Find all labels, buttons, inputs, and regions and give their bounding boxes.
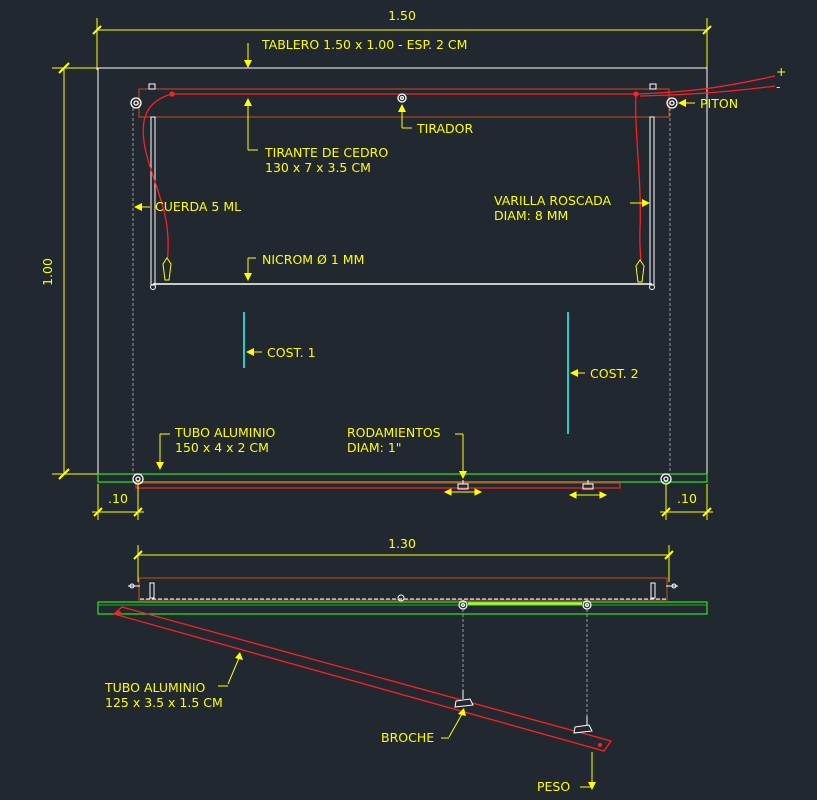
side-tirador bbox=[397, 594, 405, 602]
dimension-width bbox=[92, 18, 712, 70]
bearing-2 bbox=[582, 480, 594, 490]
broche-1 bbox=[454, 690, 474, 708]
tubo2-label-2: 125 x 3.5 x 1.5 CM bbox=[105, 695, 223, 710]
tirante-arrow bbox=[244, 98, 252, 106]
board-outline bbox=[97, 67, 708, 475]
tablero-label: TABLERO 1.50 x 1.00 - ESP. 2 CM bbox=[261, 37, 467, 52]
dimension-height-label: 1.00 bbox=[40, 258, 55, 286]
tubo2-label-1: TUBO ALUMINIO bbox=[104, 680, 206, 695]
tirante-label-2: 130 x 7 x 3.5 CM bbox=[265, 160, 371, 175]
tirante-side bbox=[138, 577, 668, 601]
dimension-height bbox=[52, 62, 100, 480]
nicrom-arrow bbox=[244, 273, 252, 281]
aluminum-tube-front bbox=[97, 473, 708, 483]
tirador-knob bbox=[397, 93, 407, 103]
varilla-label-1: VARILLA ROSCADA bbox=[494, 193, 612, 208]
dimension-right-margin-label: .10 bbox=[677, 491, 697, 506]
tirador-arrow bbox=[398, 104, 406, 112]
peso-label: PESO bbox=[537, 779, 570, 794]
side-rods bbox=[128, 582, 678, 599]
cost2-label: COST. 2 bbox=[590, 366, 639, 381]
tube-pivot-right bbox=[598, 743, 602, 747]
rodamientos-label-2: DIAM: 1" bbox=[347, 440, 402, 455]
tubo1-label-2: 150 x 4 x 2 CM bbox=[175, 440, 269, 455]
varilla-arrow bbox=[642, 199, 650, 207]
cuerda-label: CUERDA 5 ML bbox=[155, 199, 241, 214]
pulley-top-left bbox=[130, 97, 142, 109]
rodamientos-label-1: RODAMIENTOS bbox=[347, 425, 441, 440]
tablero-arrow bbox=[244, 60, 252, 68]
dimension-side-width bbox=[133, 545, 674, 582]
tirante-cedro bbox=[138, 88, 670, 118]
dimension-side-width-label: 1.30 bbox=[388, 536, 416, 551]
cost1-arrow bbox=[246, 348, 254, 356]
power-wire bbox=[142, 75, 776, 267]
bearing-1 bbox=[457, 480, 469, 490]
bearing-arrows bbox=[443, 488, 608, 499]
rodamientos-arrow bbox=[459, 471, 467, 479]
dimension-left-margin-label: .10 bbox=[108, 491, 128, 506]
peso-arrow bbox=[588, 782, 596, 790]
cost1-label: COST. 1 bbox=[267, 345, 316, 360]
broche-arrow bbox=[458, 708, 466, 716]
aluminum-tube-lower bbox=[135, 482, 621, 489]
rope-front bbox=[132, 108, 671, 472]
cuerda-arrow bbox=[134, 203, 142, 211]
dimension-margins bbox=[92, 484, 713, 520]
broche-2 bbox=[573, 716, 593, 734]
dimension-width-label: 1.50 bbox=[388, 8, 416, 23]
nicrom-label: NICROM Ø 1 MM bbox=[262, 252, 364, 267]
tubo1-label-1: TUBO ALUMINIO bbox=[174, 425, 276, 440]
terminal-plus: + bbox=[776, 64, 786, 79]
rope-side bbox=[462, 609, 588, 720]
wire-connectors bbox=[162, 257, 645, 283]
broche-label: BROCHE bbox=[381, 730, 434, 745]
cost2-arrow bbox=[570, 369, 578, 377]
aluminum-tube-tilted bbox=[112, 606, 613, 752]
tirante-label-1: TIRANTE DE CEDRO bbox=[264, 145, 388, 160]
broche-leader bbox=[448, 713, 463, 738]
piton-arrow bbox=[678, 99, 686, 107]
terminal-minus: - bbox=[776, 79, 781, 94]
tubo2-arrow bbox=[235, 652, 243, 660]
piton-label: PITON bbox=[700, 96, 738, 111]
varilla-label-2: DIAM: 8 MM bbox=[494, 208, 568, 223]
aluminum-tube-side bbox=[97, 601, 708, 615]
pulley-top-right bbox=[666, 97, 678, 109]
tubo1-arrow bbox=[156, 462, 164, 470]
tirador-label: TIRADOR bbox=[416, 121, 474, 136]
tube-pivot-left bbox=[117, 611, 121, 615]
rod-ends bbox=[148, 83, 657, 290]
tubo2-leader bbox=[227, 657, 240, 685]
